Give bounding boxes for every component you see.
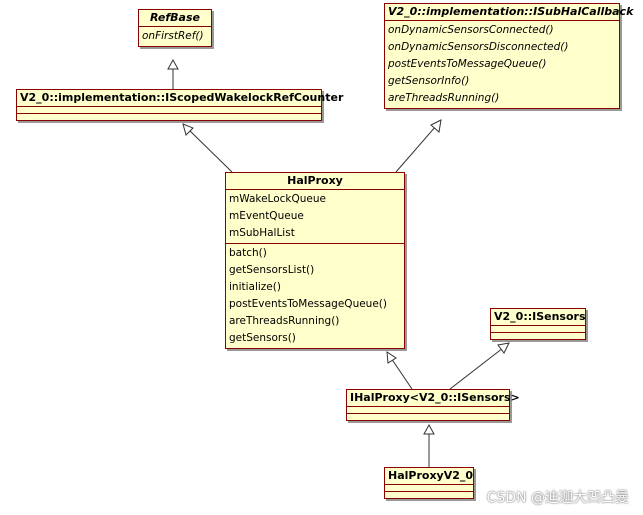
isubhal-method-ondynamicsensorsdisconnected: onDynamicSensorsDisconnected() <box>388 41 569 53</box>
edge-halproxy-to-isubhal <box>395 125 437 173</box>
scoped-wakelock-methods <box>17 114 321 120</box>
halproxy-method-getsensors: getSensors() <box>229 332 296 344</box>
edge-halproxy-to-scoped-arrowhead <box>182 123 194 136</box>
edge-halproxyv2-to-ihalproxy-arrowhead <box>423 423 435 435</box>
halproxy-attr-meventqueue: mEventQueue <box>229 210 304 222</box>
ihalproxy-class[interactable]: IHalProxy<V2_0::ISensors> <box>346 389 520 421</box>
halproxy-class[interactable]: HalProxy mWakeLockQueue mEventQueue mSub… <box>225 172 405 349</box>
isensors-methods <box>491 333 585 339</box>
halproxy-method-batch: batch() <box>229 247 267 259</box>
isubhal-callback-class-name: V2_0::implementation::ISubHalCallback <box>385 4 633 21</box>
ihalproxy-attributes <box>347 407 509 414</box>
edge-halproxy-to-isubhal-arrowhead <box>430 119 442 133</box>
refbase-class[interactable]: RefBase onFirstRef() <box>138 9 212 47</box>
refbase-class-name: RefBase <box>139 10 211 27</box>
halproxy-method-posteventstomessagequeue: postEventsToMessageQueue() <box>229 298 387 310</box>
edge-ihalproxy-to-halproxy-arrowhead <box>386 351 397 364</box>
halproxy-method-initialize: initialize() <box>229 281 281 293</box>
isubhal-method-getsensorinfo: getSensorInfo() <box>388 75 470 87</box>
watermark: CSDN @迪迦大凹凸曼 <box>486 490 629 506</box>
isubhal-method-ondynamicsensorsconnected: onDynamicSensorsConnected() <box>388 24 554 36</box>
isubhal-method-posteventstomessagequeue: postEventsToMessageQueue() <box>388 58 547 70</box>
halproxy-attr-mwakelockqueue: mWakeLockQueue <box>229 193 326 205</box>
isensors-class[interactable]: V2_0::ISensors <box>490 308 586 340</box>
halproxy-attributes: mWakeLockQueue mEventQueue mSubHalList <box>226 190 404 244</box>
scoped-wakelock-class[interactable]: V2_0::implementation::IScopedWakelockRef… <box>16 89 343 121</box>
halproxyv2-class[interactable]: HalProxyV2_0 <box>384 467 474 499</box>
ihalproxy-methods <box>347 414 509 420</box>
halproxyv2-class-name: HalProxyV2_0 <box>385 468 473 485</box>
ihalproxy-class-name: IHalProxy<V2_0::ISensors> <box>347 390 520 407</box>
halproxy-method-arethreadsrunning: areThreadsRunning() <box>229 315 340 327</box>
halproxy-attr-msubhallist: mSubHalList <box>229 227 295 239</box>
isubhal-callback-class[interactable]: V2_0::implementation::ISubHalCallback on… <box>384 3 633 109</box>
isensors-attributes <box>491 326 585 333</box>
scoped-wakelock-attributes <box>17 107 321 114</box>
edge-ihalproxy-to-halproxy <box>390 357 413 390</box>
edge-halproxy-to-scoped <box>187 128 233 173</box>
halproxy-methods: batch() getSensorsList() initialize() po… <box>226 244 404 348</box>
edge-scoped-to-refbase-arrowhead <box>167 58 179 70</box>
edge-ihalproxy-to-isensors-arrowhead <box>497 342 510 354</box>
isensors-class-name: V2_0::ISensors <box>491 309 586 326</box>
halproxy-method-getsensorslist: getSensorsList() <box>229 264 315 276</box>
halproxy-class-name: HalProxy <box>226 173 404 190</box>
halproxyv2-methods <box>385 492 473 498</box>
isubhal-method-arethreadsrunning: areThreadsRunning() <box>388 92 500 104</box>
halproxyv2-attributes <box>385 485 473 492</box>
scoped-wakelock-class-name: V2_0::implementation::IScopedWakelockRef… <box>17 90 343 107</box>
edge-ihalproxy-to-isensors <box>449 347 504 390</box>
refbase-method-onfirstref: onFirstRef() <box>142 30 204 42</box>
